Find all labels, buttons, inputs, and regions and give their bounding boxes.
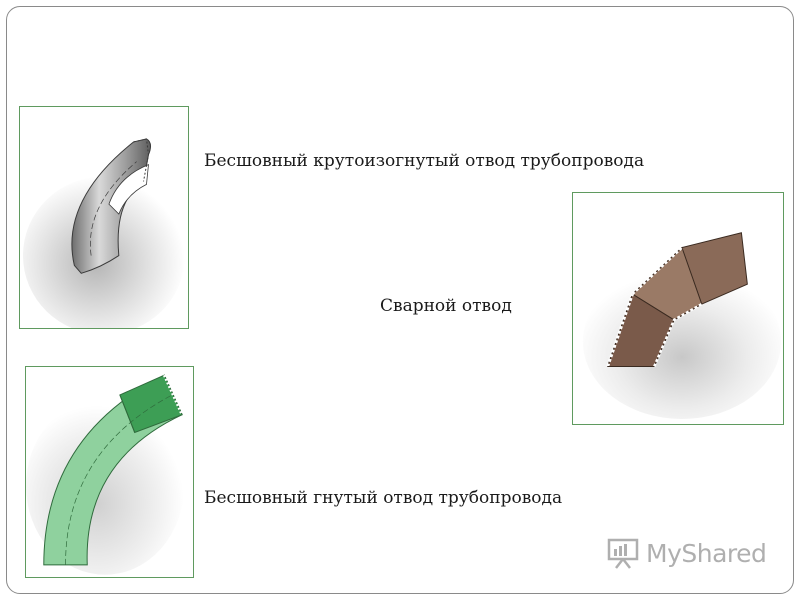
- caption-seamless-bent-elbow: Бесшовный гнутый отвод трубопровода: [204, 488, 563, 508]
- caption-welded-elbow: Сварной отвод: [380, 296, 512, 316]
- steep-elbow-drawing: [22, 138, 186, 328]
- caption-seamless-steep-elbow: Бесшовный крутоизогнутый отвод трубопров…: [204, 151, 645, 171]
- welded-elbow-drawing: [582, 232, 782, 419]
- watermark: MyShared: [606, 535, 767, 571]
- figure-seamless-bent-elbow: [25, 366, 194, 578]
- bent-elbow-drawing: [26, 374, 185, 575]
- figure-welded-elbow: [572, 192, 784, 425]
- watermark-text: MyShared: [646, 538, 767, 568]
- figure-seamless-steep-elbow: [19, 106, 189, 329]
- presentation-board-icon: [607, 538, 639, 569]
